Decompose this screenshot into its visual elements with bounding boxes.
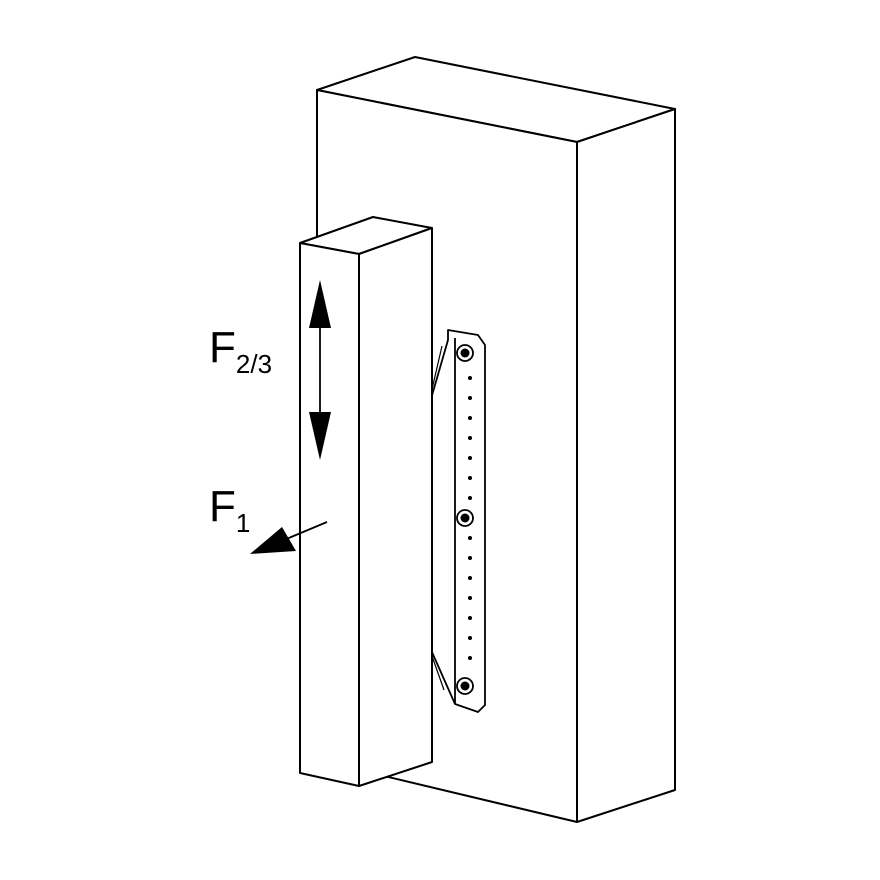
arrowhead-up: [309, 280, 331, 328]
wall-block-side-face: [576, 108, 676, 823]
label-force-horizontal: F1: [209, 482, 250, 538]
beam-front-face: [299, 242, 360, 787]
force-horizontal-arrow: [250, 521, 328, 554]
arrowhead-out: [250, 527, 296, 554]
rail-holes: [468, 376, 472, 660]
bolt-middle: [456, 509, 474, 527]
force-vertical-arrow: [309, 280, 331, 460]
arrowhead-down: [309, 412, 331, 460]
label-force-vertical: F2/3: [209, 323, 272, 379]
bolt-bottom: [456, 677, 474, 695]
beam: [299, 216, 433, 787]
bolt-top: [456, 344, 474, 362]
beam-side-face: [358, 227, 433, 787]
